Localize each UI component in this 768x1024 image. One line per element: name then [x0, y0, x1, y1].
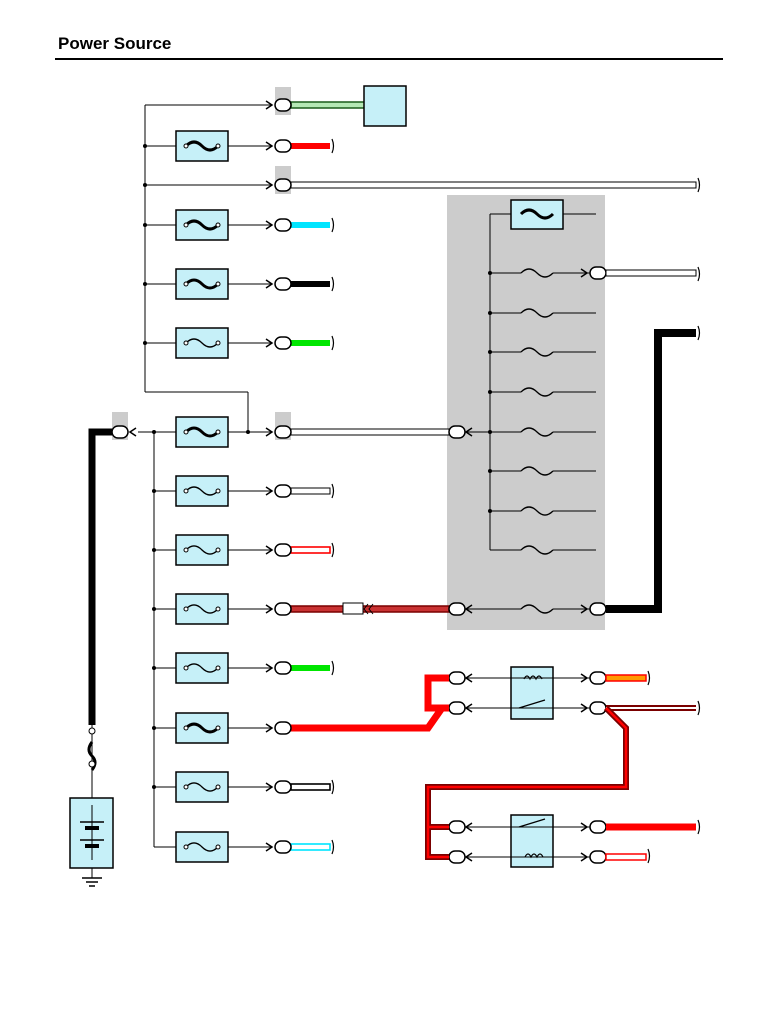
inline-fuse	[342, 602, 364, 615]
battery-cable	[88, 428, 112, 725]
page-title: Power Source	[58, 34, 172, 53]
connector-pins	[111, 98, 292, 854]
fuse-symbol	[185, 338, 219, 852]
battery-icon	[69, 797, 114, 887]
junction-block	[447, 195, 605, 630]
fusible-link-symbol	[184, 140, 220, 734]
component-box	[363, 85, 407, 127]
upper-bus	[144, 104, 272, 432]
jb-fuse-symbol	[520, 268, 554, 614]
lower-bus	[138, 431, 272, 848]
fuse-box-column	[175, 130, 229, 863]
title-rule	[55, 58, 723, 60]
relay-box	[510, 666, 554, 868]
